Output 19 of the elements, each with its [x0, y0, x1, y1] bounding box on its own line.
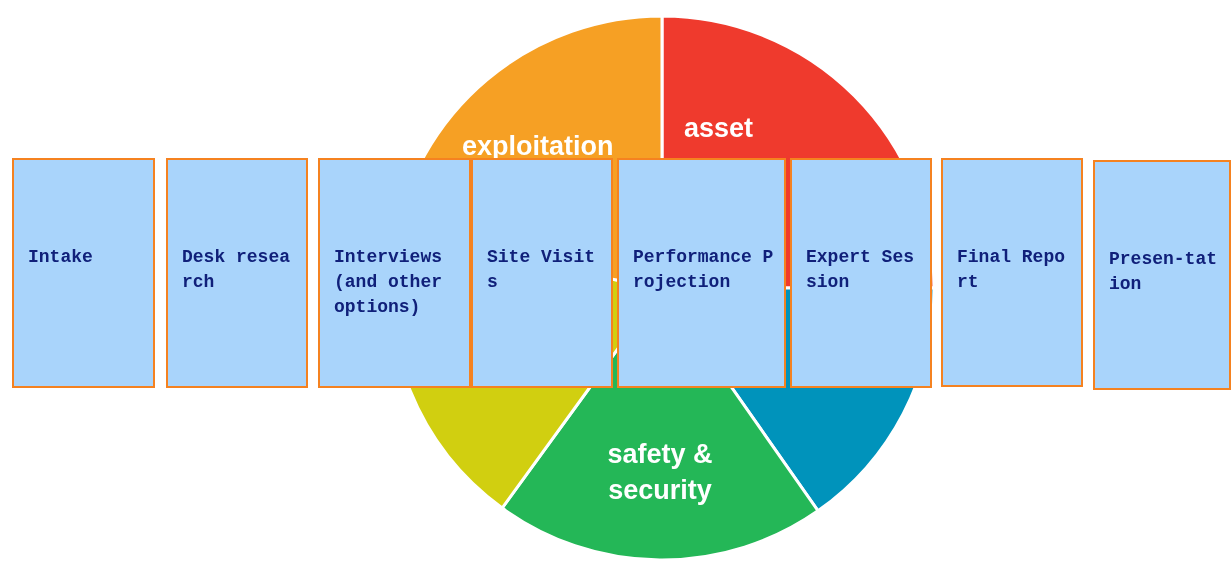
- step-label: Desk research: [182, 246, 292, 294]
- step-box: [790, 158, 932, 388]
- segment-label: exploitation: [462, 130, 614, 163]
- step-label: Intake: [28, 246, 94, 269]
- step-box: [941, 158, 1083, 387]
- step-box: [617, 158, 786, 388]
- step-label: Interviews (and other options): [334, 246, 444, 319]
- step-box: [318, 158, 471, 388]
- step-box: [1093, 160, 1231, 390]
- step-label: Site Visits: [487, 246, 597, 294]
- step-label: Final Report: [957, 246, 1067, 294]
- segment-label: safety & security: [606, 438, 714, 507]
- step-label: Expert Session: [806, 246, 916, 294]
- step-box: [166, 158, 308, 388]
- segment-label: asset: [684, 112, 754, 145]
- step-label: Presen-tation: [1109, 248, 1219, 296]
- step-box: [471, 158, 613, 388]
- step-box: [12, 158, 155, 388]
- step-label: Performance Projection: [633, 246, 775, 294]
